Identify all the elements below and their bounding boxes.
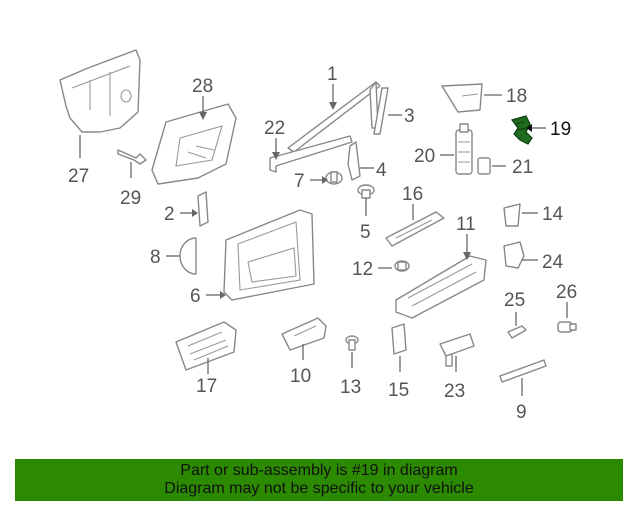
part-11-armrest [395,255,487,319]
callout-21: 21 [512,157,533,178]
part-25-pin [507,325,527,339]
callout-26: 26 [556,282,577,303]
part-24-latch [503,241,525,269]
part-18-cover [441,83,483,113]
part-17-switch-panel [175,321,237,371]
part-4-bracket [347,141,361,181]
part-26-clip [557,321,577,333]
part-16-strip [385,211,445,247]
part-22-strip [269,135,353,173]
callout-3: 3 [404,106,415,127]
callout-6: 6 [190,286,201,307]
part-8-cover [179,237,197,275]
callout-18: 18 [506,86,527,107]
part-12-clip [394,260,410,272]
part-9-strip [499,359,547,383]
part-7-clip [325,171,343,185]
banner-line-2: Diagram may not be specific to your vehi… [164,480,474,497]
callout-10: 10 [290,366,311,387]
part-15-bracket [391,323,407,355]
callout-28: 28 [192,76,213,97]
callout-17: 17 [196,376,217,397]
callout-22: 22 [264,118,285,139]
part-info-banner: Part or sub-assembly is #19 in diagram D… [15,459,623,501]
callout-15: 15 [388,380,409,401]
banner-line-1: Part or sub-assembly is #19 in diagram [180,462,458,479]
callout-7: 7 [294,171,305,192]
callout-9: 9 [516,402,527,423]
callout-14: 14 [542,204,564,225]
part-10-switch [281,317,327,351]
callout-2: 2 [164,204,175,225]
part-14-bracket [503,203,521,227]
part-27-insulator [59,49,141,133]
part-21-block [477,157,491,175]
callout-4: 4 [376,160,387,181]
callout-27: 27 [68,166,89,187]
callout-24: 24 [542,252,564,273]
callout-1: 1 [327,64,338,85]
part-28-insulator-sheet [151,103,237,185]
callout-5: 5 [360,222,371,243]
callout-20: 20 [414,146,435,167]
callout-13: 13 [340,377,361,398]
callout-8: 8 [150,247,161,268]
part-20-switch [455,123,473,175]
part-3-strip [373,87,389,135]
part-6-door-trim-panel [223,209,315,301]
callout-11: 11 [456,214,476,235]
callout-25: 25 [504,290,525,311]
part-29-clip [117,149,147,165]
callout-16: 16 [402,184,423,205]
part-2-bracket [197,191,209,227]
callout-12: 12 [352,259,373,280]
part-5-screw [357,184,375,199]
parts-diagram: 27 29 28 1 3 22 4 7 [59,49,577,423]
callout-29: 29 [120,188,141,209]
callout-19: 19 [550,119,571,140]
callout-23: 23 [444,381,465,402]
part-1-window-frame [287,81,381,153]
part-19-highlighted [510,115,533,145]
part-23-bracket [439,333,475,367]
part-13-screw [345,335,359,351]
